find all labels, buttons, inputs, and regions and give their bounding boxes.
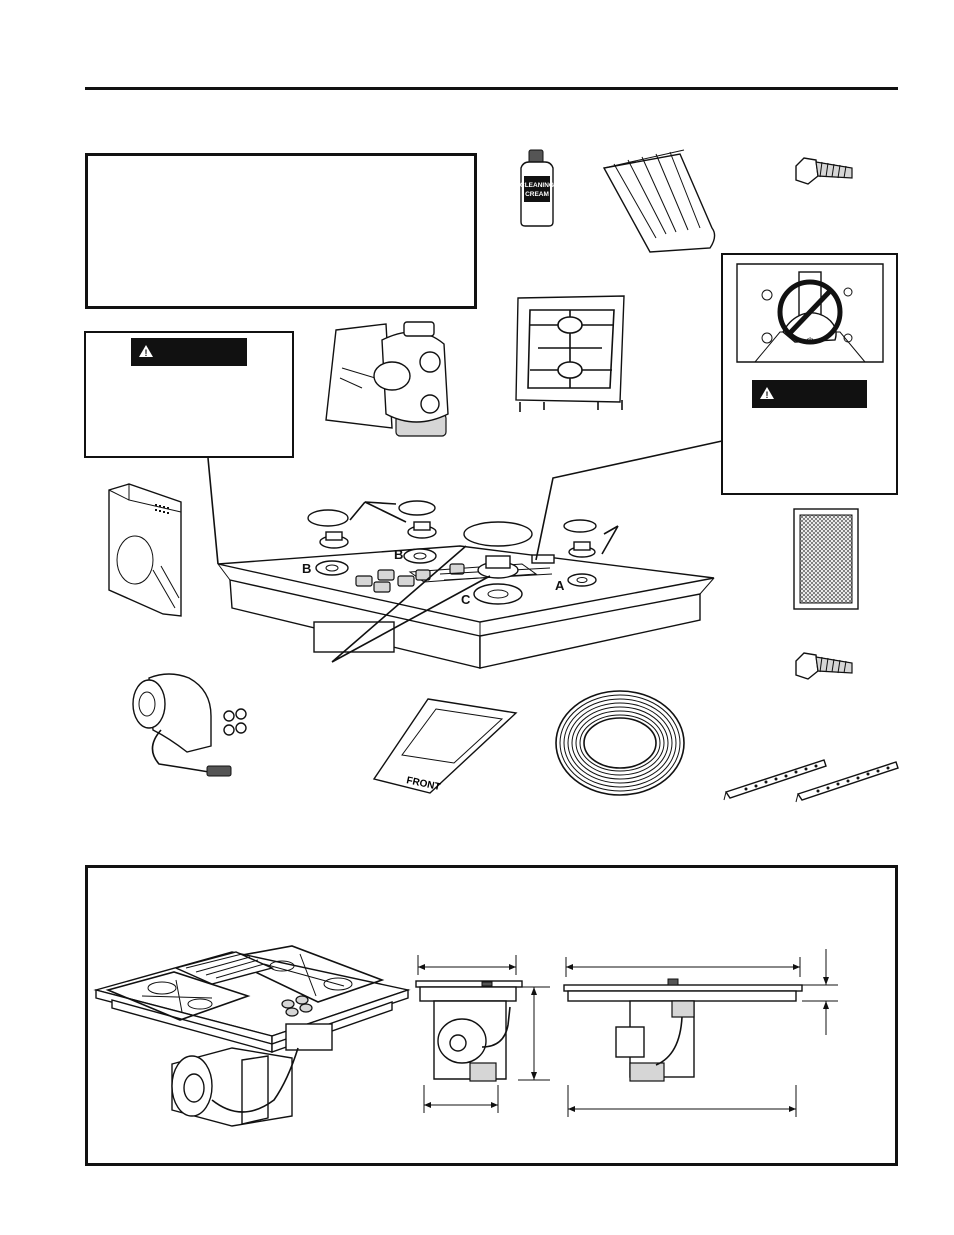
side-view-diagram — [415, 955, 550, 1113]
warning-badge-right: ! — [752, 380, 867, 408]
knob-removal-prohibited-illustration: ⏻ — [736, 263, 884, 363]
svg-text:!: ! — [766, 390, 769, 400]
foam-tape-roll — [555, 690, 685, 796]
cleaning-cream-bottle: CLEANING CREAM — [520, 149, 554, 227]
burner-label-a: A — [555, 578, 565, 593]
screw-bottom — [795, 652, 853, 680]
screw-top — [795, 157, 853, 185]
warning-icon: ! — [760, 386, 774, 402]
vent-housing — [108, 483, 182, 617]
cooktop-main-illustration — [217, 500, 715, 669]
warning-badge-left: ! — [131, 338, 247, 366]
front-view-diagram — [563, 949, 838, 1117]
info-box — [85, 153, 477, 309]
svg-text:CLEANING: CLEANING — [520, 182, 554, 189]
mounting-brackets — [723, 759, 899, 803]
installed-cooktop-isometric — [93, 945, 411, 1127]
grate-pads — [602, 149, 716, 253]
burner-label-b-center: B — [394, 547, 404, 562]
grease-filter — [793, 508, 859, 610]
pressure-regulator — [325, 321, 449, 437]
burner-label-b-left: B — [302, 561, 312, 576]
blower-motor — [132, 673, 247, 777]
svg-text:CREAM: CREAM — [525, 191, 549, 198]
svg-text:!: ! — [145, 348, 148, 358]
burner-label-c: C — [461, 592, 471, 607]
header-rule — [85, 87, 898, 90]
burner-grate — [515, 295, 625, 412]
warning-icon: ! — [139, 344, 153, 360]
cutout-template: FRONT — [372, 698, 518, 794]
